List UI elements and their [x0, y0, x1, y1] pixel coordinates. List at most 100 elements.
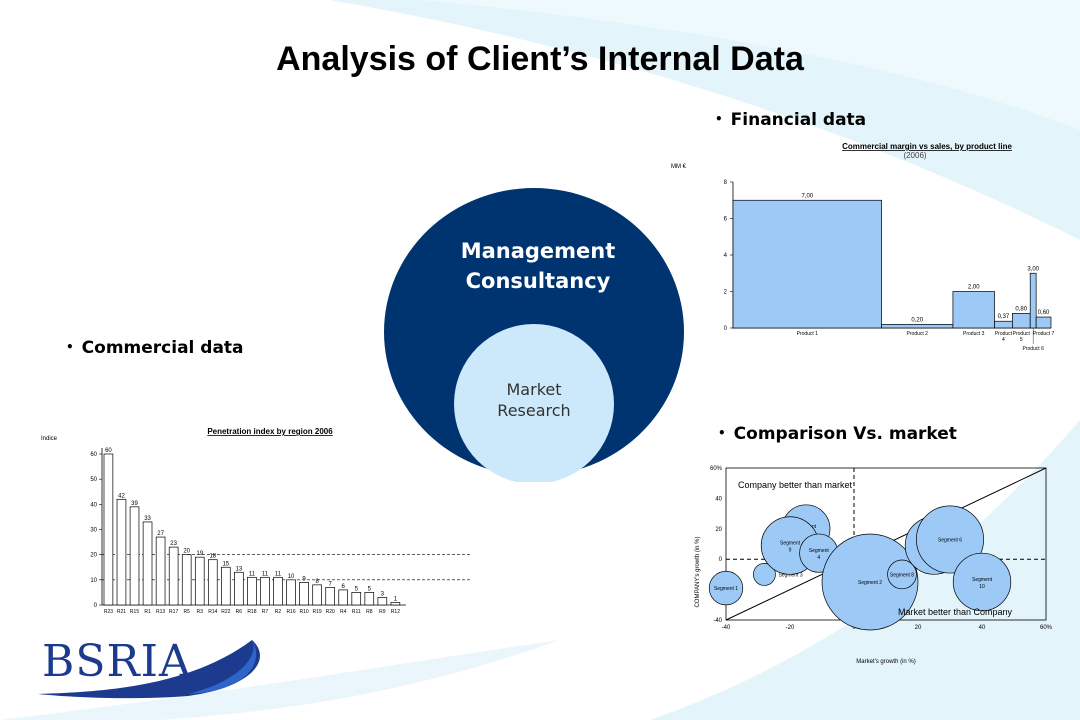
annotation-company-better: Company better than market: [738, 480, 853, 490]
com-category-label: R6: [236, 609, 243, 615]
fin-bar: [1035, 316, 1052, 329]
bsria-logo-text: BSRIA: [42, 636, 192, 687]
com-category-label: R4: [340, 609, 347, 615]
fin-value-label: 0,20: [911, 317, 923, 323]
com-bar: [273, 576, 283, 606]
bullet-commercial: •Commercial data: [66, 338, 244, 358]
com-value-label: 5: [368, 586, 372, 592]
fin-y-tick-label: 6: [724, 217, 728, 223]
com-value-label: 10: [288, 574, 295, 580]
com-category-label: R17: [169, 609, 178, 615]
fin-value-label: 0,37: [998, 314, 1010, 320]
cmp-bubble: [753, 563, 776, 586]
cmp-y-tick-label: 20: [715, 527, 722, 533]
cmp-x-tick-label: 0: [852, 625, 856, 631]
com-category-label: R20: [326, 609, 335, 615]
com-category-label: R3: [197, 609, 204, 615]
com-category-label: R5: [183, 609, 190, 615]
com-value-label: 19: [196, 551, 203, 557]
fin-category-label-line2: 5: [1020, 337, 1023, 343]
cmp-x-tick-label: 20: [915, 625, 922, 631]
com-category-label: R10: [299, 609, 308, 615]
com-value-label: 9: [302, 576, 306, 582]
com-bar: [247, 576, 257, 606]
comparison-chart-xlabel: Market's growth (in %): [856, 659, 916, 665]
outer-label-line1: Management: [461, 239, 616, 263]
com-category-label: R7: [262, 609, 269, 615]
page-title: Analysis of Client’s Internal Data: [276, 40, 804, 78]
fin-category-label: Product 2: [907, 331, 929, 337]
fin-bar: [1012, 313, 1031, 329]
penetration-chart-ylabel: Indice: [41, 436, 58, 442]
com-bar: [364, 592, 375, 606]
cmp-bubble: [887, 559, 917, 590]
cmp-x-tick-label: 60%: [1040, 625, 1053, 631]
com-bar: [207, 559, 218, 606]
com-category-label: R14: [208, 609, 217, 615]
com-bar: [260, 576, 270, 606]
penetration-bar-chart: Penetration index by region 2006 Indice …: [41, 427, 472, 615]
fin-category-label: Product 1: [797, 331, 819, 337]
cmp-bubble-label: Segment 3: [778, 572, 802, 578]
com-category-label: R22: [221, 609, 230, 615]
cmp-y-tick-label: -40: [713, 618, 722, 624]
com-bar: [155, 536, 166, 606]
outer-label-line2: Consultancy: [466, 269, 611, 293]
com-bar: [325, 587, 335, 606]
com-value-label: 1: [394, 596, 398, 602]
com-bar: [168, 546, 179, 606]
cmp-bubble: [952, 552, 1012, 612]
com-y-tick-label: 40: [90, 502, 97, 508]
cmp-bubble-label: Segment: [780, 541, 801, 547]
bullet-financial-label: Financial data: [730, 110, 867, 130]
bullet-financial: •Financial data: [715, 110, 867, 130]
cmp-bubble-label: Segment 1: [714, 586, 738, 592]
cmp-y-tick-label: 40: [715, 496, 722, 502]
consultancy-diagram: Management Consultancy Market Research: [384, 188, 684, 482]
com-bar: [312, 584, 322, 606]
fin-value-label: 3,00: [1027, 266, 1039, 272]
cmp-bubble-label: Segment: [809, 548, 830, 554]
com-category-label: R13: [156, 609, 165, 615]
com-value-label: 11: [275, 571, 282, 577]
fin-category-label: Product 3: [963, 331, 985, 337]
cmp-x-tick-label: -20: [786, 625, 795, 631]
fin-bar: [952, 291, 995, 329]
com-category-label: R16: [286, 609, 295, 615]
com-bar: [234, 571, 244, 606]
com-value-label: 8: [315, 579, 319, 585]
com-category-label: R8: [366, 609, 373, 615]
cmp-x-tick-label: -40: [722, 625, 731, 631]
fin-category-label: Product: [995, 331, 1013, 337]
com-y-tick-label: 20: [90, 553, 97, 559]
com-y-tick-label: 30: [90, 528, 97, 534]
com-value-label: 42: [118, 493, 125, 499]
com-value-label: 3: [381, 591, 385, 597]
com-bar: [194, 556, 205, 606]
fin-category-label: Product: [1013, 331, 1031, 337]
inner-label-line1: Market: [507, 380, 562, 399]
com-value-label: 60: [105, 448, 112, 454]
bullet-comparison: •Comparison Vs. market: [718, 424, 957, 444]
com-category-label: R1: [144, 609, 151, 615]
fin-value-label: 7,00: [801, 193, 813, 199]
cmp-bubble: [821, 533, 919, 631]
com-value-label: 13: [236, 566, 243, 572]
comparison-chart-ylabel: COMPANY's growth (in %): [695, 536, 701, 607]
com-value-label: 39: [131, 501, 138, 507]
com-category-label: R15: [130, 609, 139, 615]
bsria-logo-swoosh: [38, 640, 261, 699]
com-y-tick-label: 60: [90, 452, 97, 458]
com-value-label: 11: [249, 571, 256, 577]
fin-category-label: Product 7: [1033, 331, 1055, 337]
fin-bar: [881, 324, 954, 329]
com-value-label: 5: [355, 586, 359, 592]
com-bar: [181, 554, 192, 606]
cmp-x-tick-label: 40: [979, 625, 986, 631]
cmp-bubble-label-line2: 4: [817, 555, 820, 561]
com-category-label: R18: [247, 609, 256, 615]
com-value-label: 11: [262, 571, 269, 577]
financial-chart-subtitle: (2006): [903, 151, 926, 160]
fin-bar: [1029, 272, 1037, 329]
